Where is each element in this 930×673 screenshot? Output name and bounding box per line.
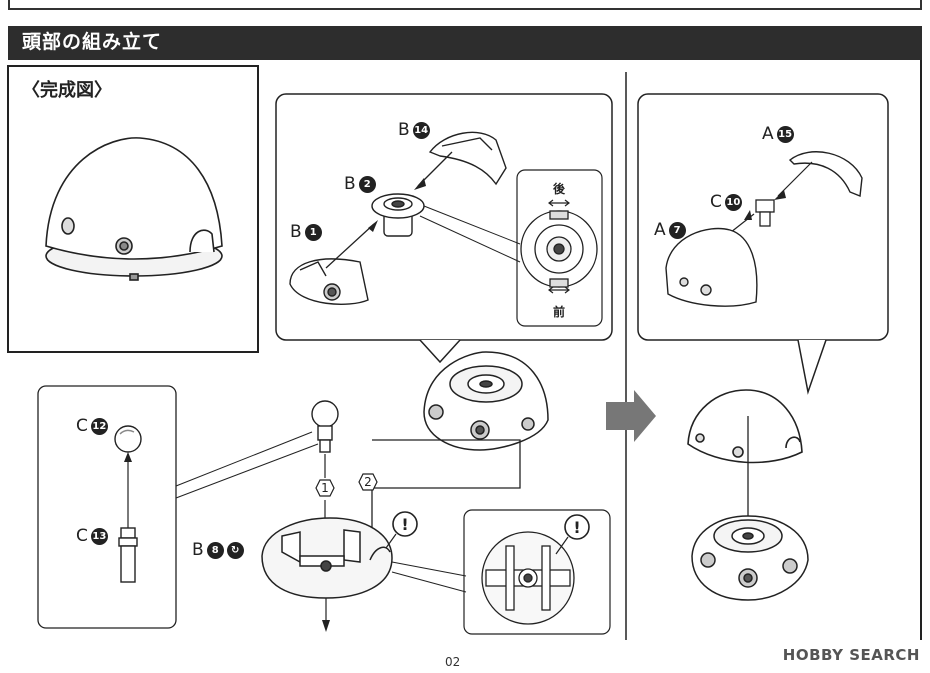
part-number: 2 [358,175,376,193]
base-top-view [481,531,575,625]
assembled-base-right [691,515,809,601]
assembled-dome [687,389,803,464]
part-letter: B [398,120,410,140]
part-label-c12: C 12 [76,416,108,436]
part-letter: C [76,526,88,546]
part-letter: B [290,222,302,242]
completed-head-dome [45,137,223,281]
caution-mark-2: ! [573,518,580,537]
part-letter: A [762,124,774,144]
part-label-b2: B 2 [344,174,376,194]
step-1-label: 1 [321,481,329,495]
orientation-back-label: 後 [553,181,566,196]
orientation-arrows [548,199,570,294]
part-c12-shape [114,425,142,453]
part-number: 12 [90,417,108,435]
watermark: HOBBY SEARCH [782,646,920,664]
top-frame [8,0,922,10]
part-letter: A [654,220,666,240]
step2-leader [371,439,521,538]
page-title: 頭部の組み立て [22,31,163,53]
part-number: 10 [724,193,742,211]
assembled-base [423,351,549,451]
part-number: 7 [668,221,686,239]
process-arrow [606,390,656,442]
swap-icon: ↻ [226,541,244,559]
orientation-top-view [520,210,598,288]
orientation-front-label: 前 [553,304,565,319]
part-label-b8: B 8 ↻ [192,540,244,560]
part-label-c10: C 10 [710,192,742,212]
caution-mark-1: ! [401,515,408,534]
part-label-a15: A 15 [762,124,794,144]
part-label-b14: B 14 [398,120,430,140]
part-label-a7: A 7 [654,220,686,240]
part-letter: C [710,192,722,212]
part-label-b1: B 1 [290,222,322,242]
part-a7-shape [665,227,758,307]
part-number: 1 [304,223,322,241]
caution-icon [392,511,590,540]
base-plate-b8 [261,517,393,599]
step-2-label: 2 [364,475,372,489]
part-letter: B [192,540,204,560]
part-b14-shape [428,131,507,186]
completed-view-label: 〈完成図〉 [22,80,112,101]
part-number: 8 [206,541,224,559]
part-letter: C [76,416,88,436]
part-c13-shape [118,527,138,583]
page-number: 02 [445,655,461,669]
part-number: 15 [776,125,794,143]
step-1-marker [315,479,335,497]
part-a15-shape [788,151,863,197]
step-2-marker [358,473,378,491]
part-c10-shape [755,199,775,227]
section-header-bar [8,26,922,60]
part-number: 13 [90,527,108,545]
part-number: 14 [412,121,430,139]
part-letter: B [344,174,356,194]
part-b1-shape [289,258,369,305]
part-b2-shape [371,193,425,237]
part-label-c13: C 13 [76,526,108,546]
neck-joint-panel [37,385,177,629]
neck-ball-joint [311,400,339,453]
